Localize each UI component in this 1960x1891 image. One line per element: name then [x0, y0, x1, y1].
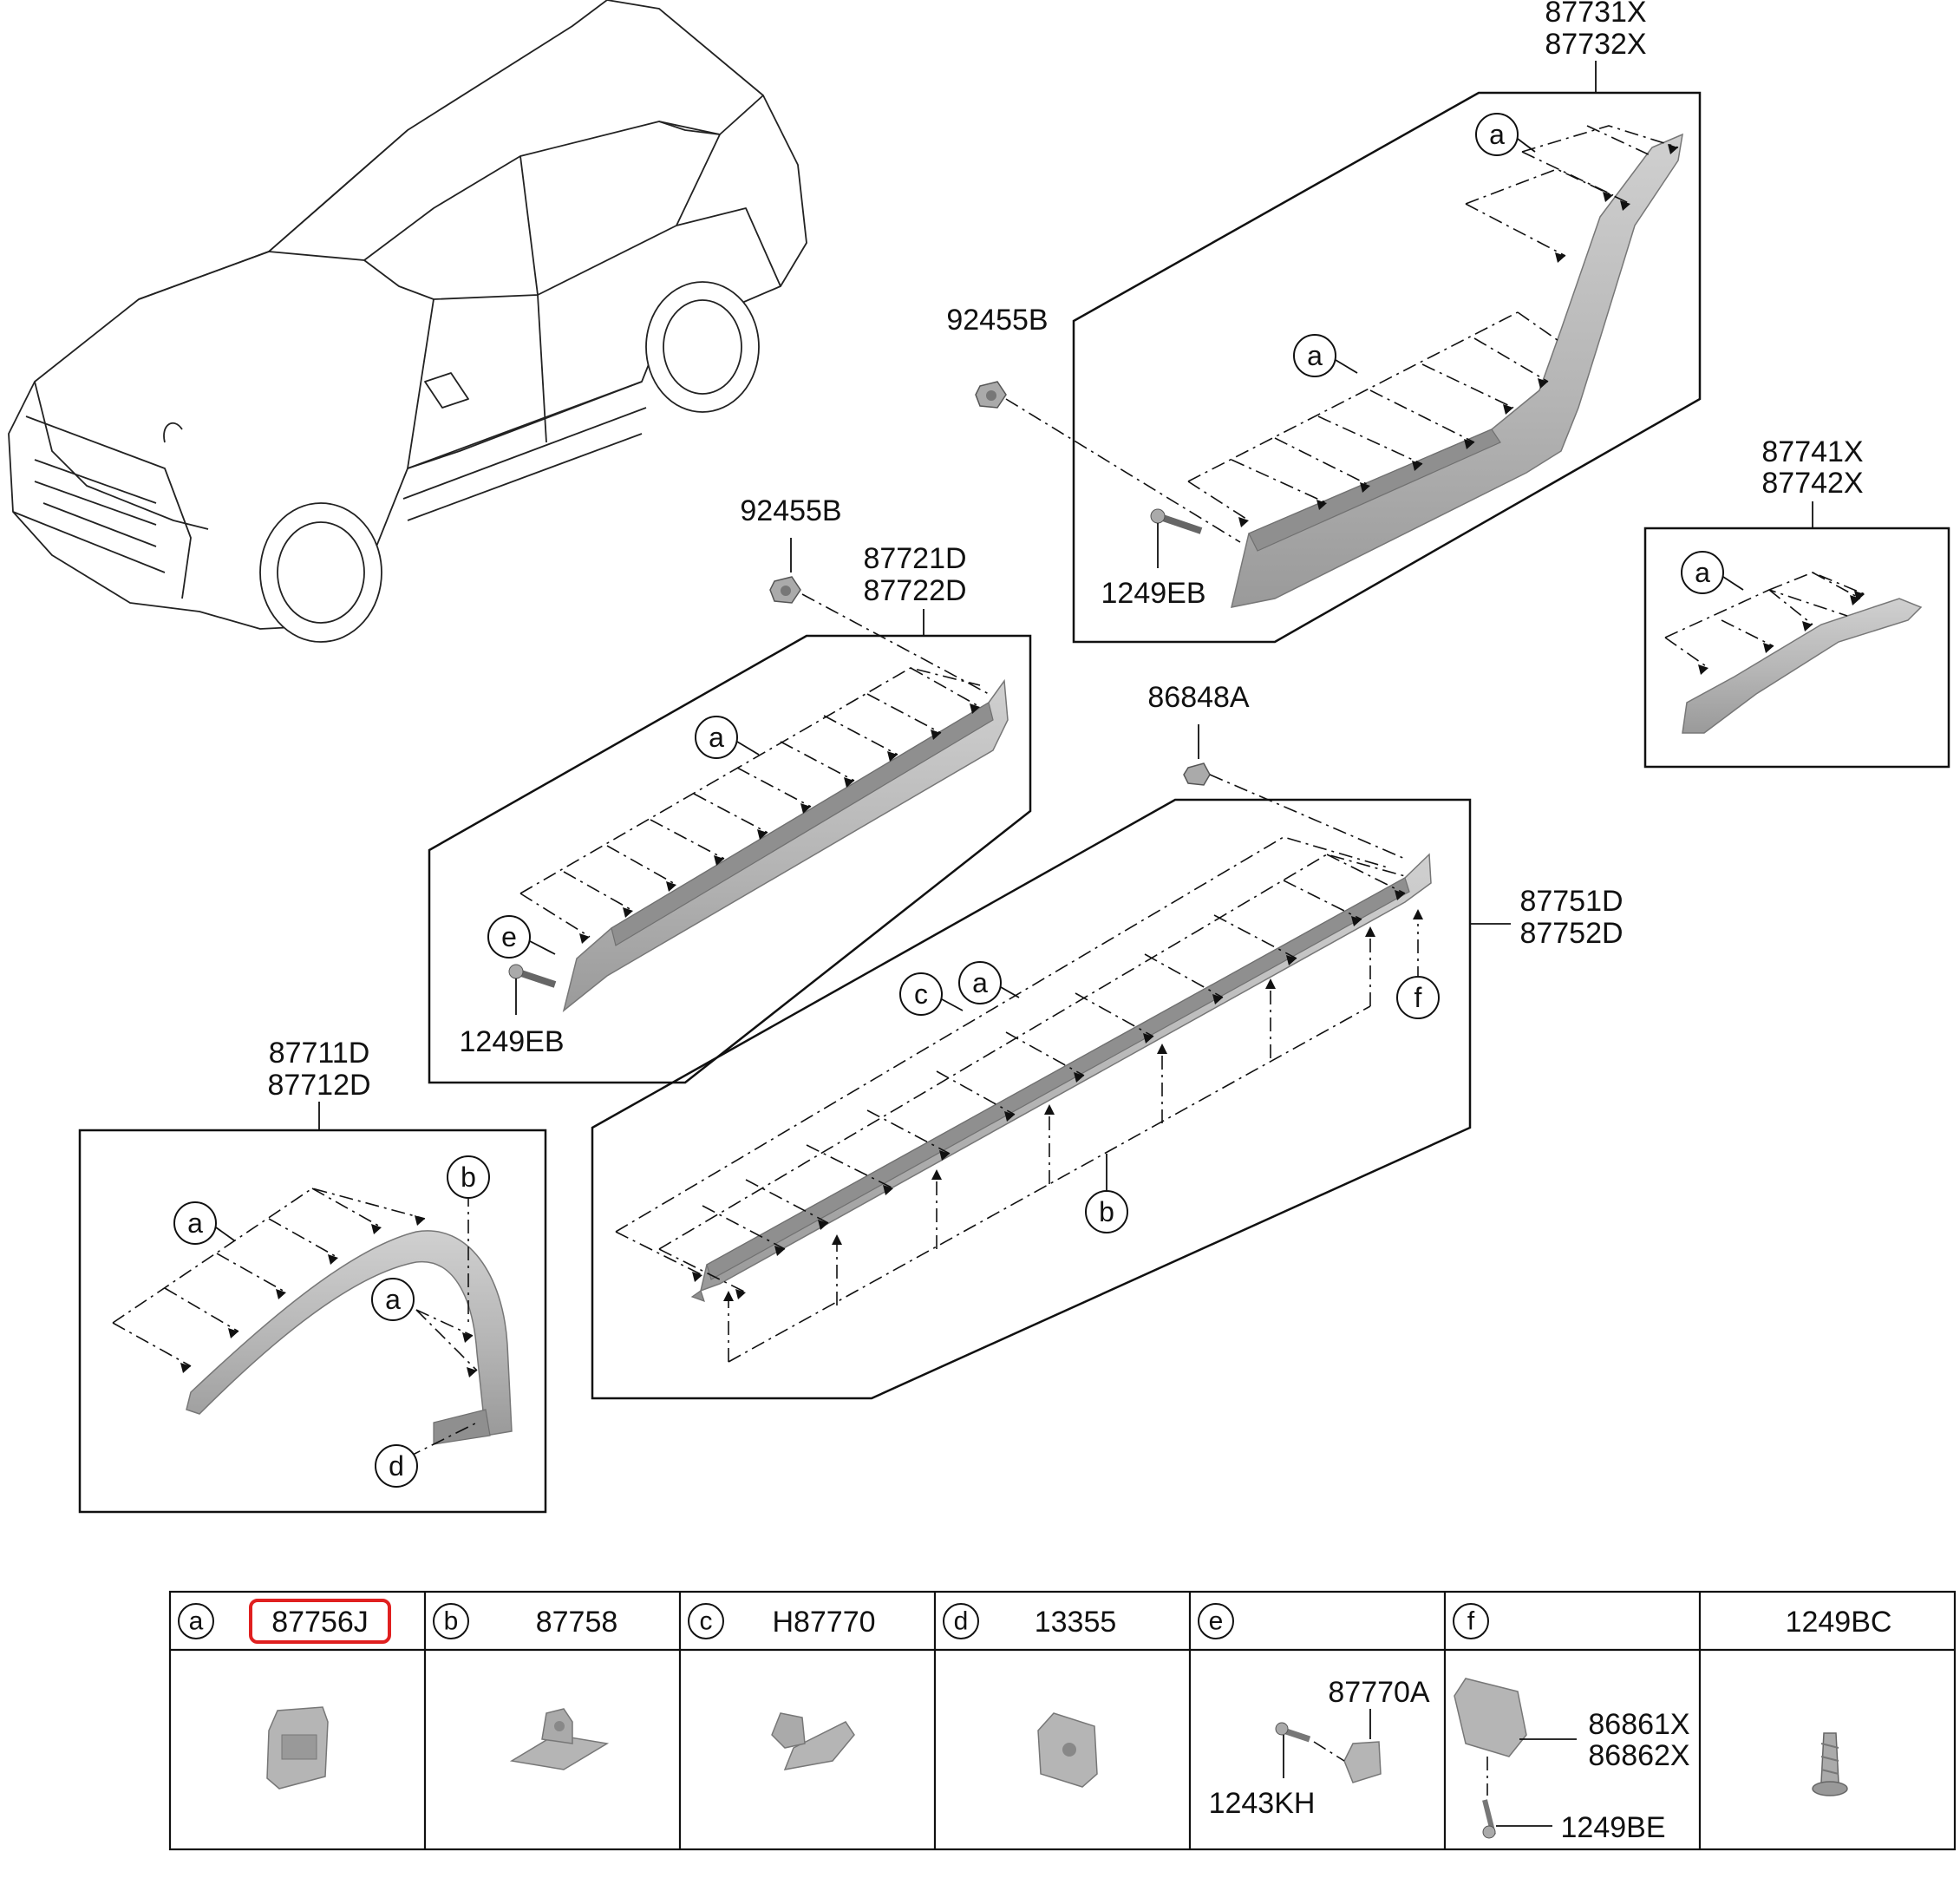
part-label-1249eb: 1249EB: [1101, 577, 1206, 610]
front-garnish-group: 87721D 87722D a e: [428, 494, 1032, 1084]
legend-f-part-86862x: 86862X: [1588, 1739, 1689, 1772]
part-label-87742x: 87742X: [1761, 467, 1863, 500]
legend-code-d[interactable]: 13355: [1035, 1606, 1117, 1639]
callout-a: a: [187, 1207, 203, 1239]
legend-code-1249bc[interactable]: 1249BC: [1786, 1606, 1892, 1639]
legend-letter-c: c: [700, 1607, 713, 1636]
rear-wheel-arch-part[interactable]: [1231, 133, 1683, 608]
car-illustration: [8, 0, 807, 643]
part-label-87731x: 87731X: [1545, 0, 1646, 29]
part-label-1249eb: 1249EB: [460, 1025, 565, 1058]
legend-cell-d: d 13355: [943, 1603, 1117, 1639]
legend-code-a[interactable]: 87756J: [271, 1606, 369, 1639]
part-label-87711d: 87711D: [269, 1037, 370, 1070]
callout-a: a: [1695, 557, 1710, 588]
part-label-87752d: 87752D: [1519, 917, 1623, 950]
part-label-92455b: 92455B: [740, 494, 841, 527]
legend-letter-e: e: [1209, 1607, 1224, 1636]
legend-code-b[interactable]: 87758: [536, 1606, 618, 1639]
thumb-1249bc[interactable]: [1812, 1732, 1848, 1796]
thumb-87756j[interactable]: [266, 1706, 329, 1790]
part-label-87712d: 87712D: [267, 1069, 370, 1102]
legend-table: a 87756J b 87758 c H87770 d 13355 e f: [168, 1590, 1957, 1851]
legend-f-part-1249be: 1249BE: [1561, 1811, 1666, 1844]
part-label-87722d: 87722D: [863, 574, 966, 607]
rear-wheel-arch-group: 87731X 87732X a: [946, 0, 1702, 644]
rear-garnish-part[interactable]: [1682, 598, 1923, 734]
legend-letter-a: a: [189, 1607, 204, 1636]
front-wheel-arch-part[interactable]: [186, 1230, 513, 1436]
front-wheel-arch-group: 87711D 87712D a b a d: [78, 1037, 547, 1514]
legend-e-part-87770a: 87770A: [1328, 1676, 1430, 1709]
nut-92455b[interactable]: [975, 381, 1007, 409]
legend-letter-d: d: [954, 1607, 969, 1636]
part-label-92455b: 92455B: [946, 304, 1048, 337]
legend-cell-f: f: [1453, 1603, 1489, 1639]
highlight-box: [249, 1599, 391, 1644]
part-label-87741x: 87741X: [1761, 435, 1863, 468]
part-label-87721d: 87721D: [863, 542, 966, 575]
legend-e-part-1243kh: 1243KH: [1209, 1787, 1316, 1820]
legend-cell-1249bc: 1249BC: [1786, 1606, 1892, 1639]
callout-d: d: [389, 1450, 404, 1482]
legend-letter-b: b: [444, 1607, 459, 1636]
nut-92455b[interactable]: [769, 576, 801, 604]
legend-cell-e: e: [1198, 1603, 1234, 1639]
callout-b: b: [1099, 1196, 1114, 1227]
part-label-87732x: 87732X: [1545, 28, 1646, 61]
thumb-87758[interactable]: [509, 1708, 610, 1770]
legend-code-c[interactable]: H87770: [772, 1606, 875, 1639]
rear-garnish-group: 87741X 87742X a: [1643, 435, 1950, 769]
thumb-e-parts[interactable]: [1275, 1709, 1382, 1783]
front-garnish-part[interactable]: [562, 678, 1009, 1012]
callout-a: a: [1489, 119, 1505, 150]
part-label-87751d: 87751D: [1519, 885, 1623, 918]
legend-cell-b: b 87758: [433, 1603, 618, 1639]
callout-a: a: [1307, 340, 1323, 371]
callout-e: e: [501, 921, 517, 952]
callout-a: a: [709, 722, 724, 753]
callout-c: c: [914, 978, 928, 1010]
thumb-13355[interactable]: [1037, 1712, 1098, 1788]
legend-cell-a: a 87756J: [178, 1599, 391, 1644]
legend-f-part-86861x: 86861X: [1588, 1708, 1689, 1741]
side-sill-group: 87751D 87752D: [591, 681, 1624, 1400]
callout-f: f: [1414, 982, 1422, 1013]
legend-cell-c: c H87770: [688, 1603, 876, 1639]
callout-a: a: [385, 1284, 401, 1315]
callout-a: a: [972, 967, 988, 998]
part-label-86848a: 86848A: [1147, 681, 1250, 714]
thumb-h87770[interactable]: [771, 1712, 855, 1770]
callout-b: b: [461, 1161, 476, 1193]
thumb-f-parts[interactable]: [1454, 1678, 1577, 1839]
clip-86848a[interactable]: [1183, 762, 1211, 786]
legend-letter-f: f: [1467, 1607, 1475, 1636]
